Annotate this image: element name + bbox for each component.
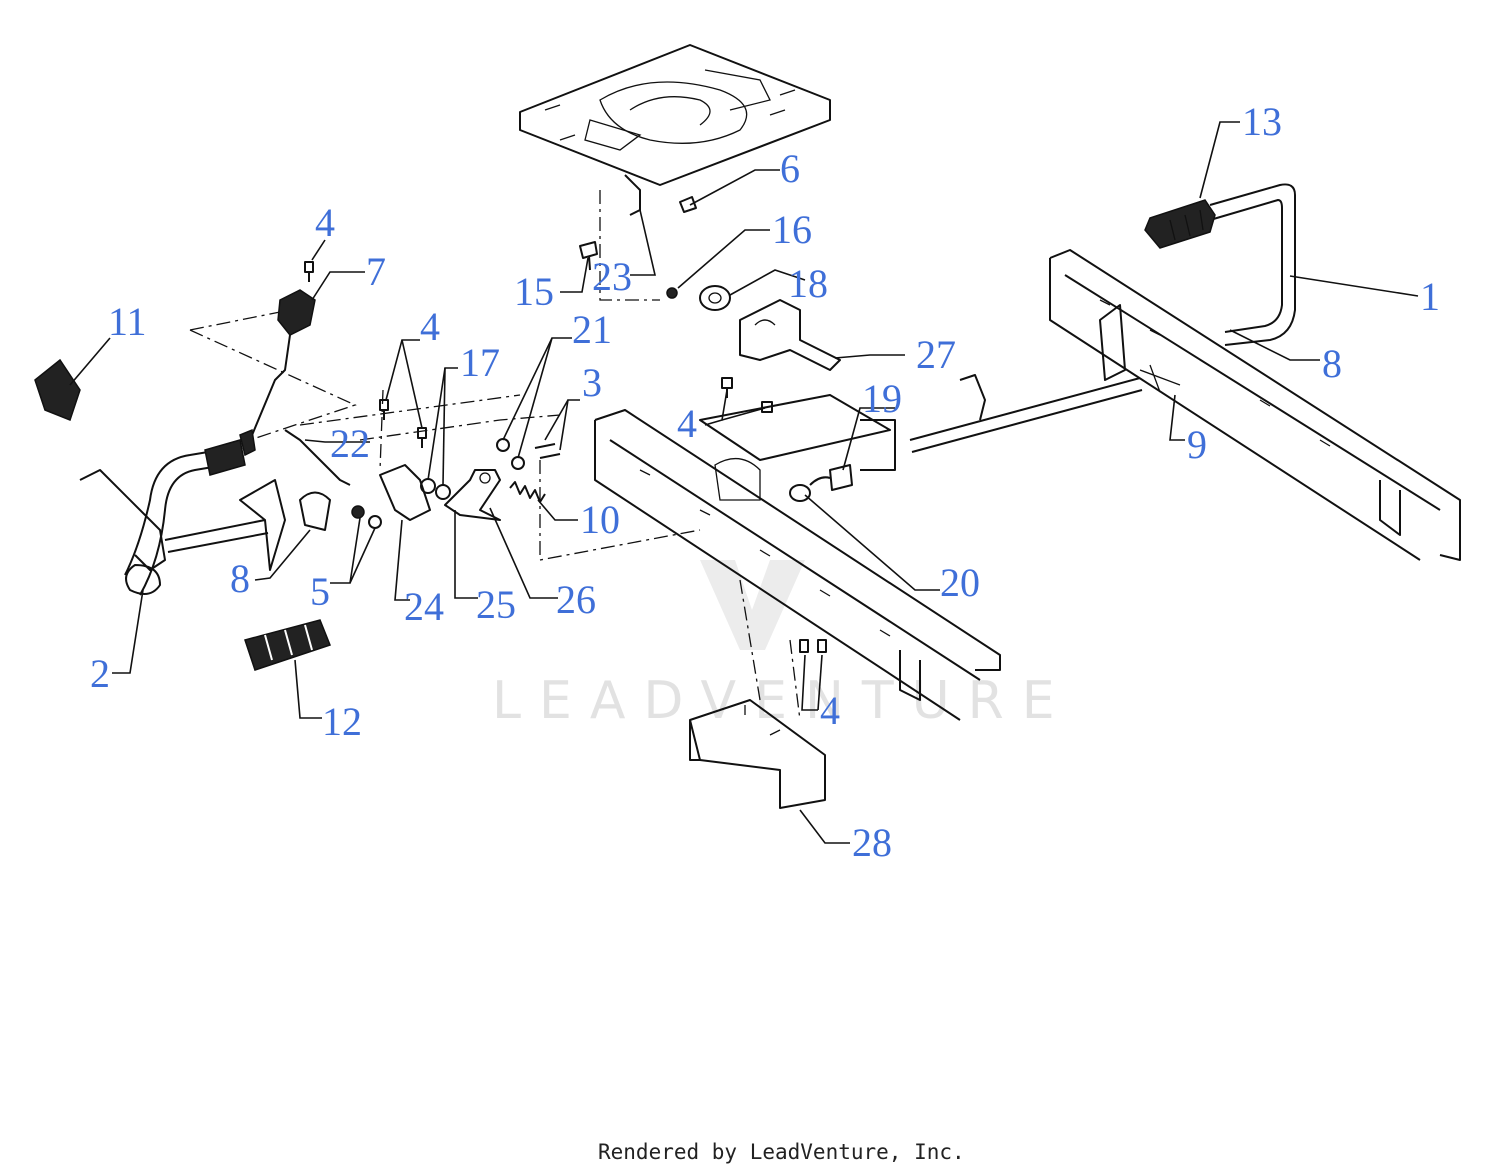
- callout-4-top[interactable]: 4: [315, 200, 335, 245]
- callout-19[interactable]: 19: [862, 376, 902, 421]
- callout-21[interactable]: 21: [572, 307, 612, 352]
- callout-17[interactable]: 17: [460, 340, 500, 385]
- callout-13[interactable]: 13: [1242, 99, 1282, 144]
- callout-3[interactable]: 3: [582, 360, 602, 405]
- callout-7[interactable]: 7: [366, 249, 386, 294]
- callout-11[interactable]: 11: [108, 299, 147, 344]
- left-pedal-shaft: [79, 439, 269, 596]
- footrest-cover-28: [689, 699, 826, 809]
- callout-22[interactable]: 22: [330, 421, 370, 466]
- right-steering-handle: [1144, 183, 1296, 346]
- bracket-27: [739, 299, 841, 371]
- switch-bracket-7: [239, 289, 316, 457]
- rod-22: [284, 429, 351, 486]
- bushing-18: [699, 285, 731, 311]
- left-frame-rail: [594, 394, 1001, 721]
- callout-4-center[interactable]: 4: [677, 401, 697, 446]
- footer-credit: Rendered by LeadVenture, Inc.: [598, 1140, 965, 1164]
- callout-28[interactable]: 28: [852, 820, 892, 865]
- callout-16[interactable]: 16: [772, 207, 812, 252]
- callout-9[interactable]: 9: [1187, 422, 1207, 467]
- callout-6[interactable]: 6: [780, 146, 800, 191]
- small-fasteners-top: [579, 196, 697, 299]
- callout-15[interactable]: 15: [514, 269, 554, 314]
- alignment-lines: [189, 190, 801, 721]
- callout-24[interactable]: 24: [404, 584, 444, 629]
- pedal-pad-11: [34, 358, 81, 421]
- callout-26[interactable]: 26: [556, 577, 596, 622]
- nuts-5: [351, 505, 382, 529]
- right-frame-rail: [1049, 249, 1461, 561]
- callout-2[interactable]: 2: [90, 651, 110, 696]
- leader-lines: [69, 121, 1419, 844]
- seat-mounting-plate: [519, 44, 831, 216]
- callout-27[interactable]: 27: [916, 332, 956, 377]
- watermark-text: LEADVENTURE: [492, 671, 1073, 731]
- callout-numbers: 13 1 8 9 6 16 23 15 18 27 4 7 11 4 17 21…: [90, 99, 1440, 865]
- fittings-19-20: [789, 464, 853, 502]
- washers-21-3: [496, 438, 561, 470]
- watermark-logo-icon: [700, 560, 805, 650]
- callout-4-bottom[interactable]: 4: [820, 688, 840, 733]
- callout-20[interactable]: 20: [940, 560, 980, 605]
- quadrant-plate: [239, 479, 331, 571]
- brackets-24-26: [379, 464, 501, 521]
- cross-shaft: [909, 364, 1181, 453]
- callout-8-left[interactable]: 8: [230, 556, 250, 601]
- pedal-pad-12: [244, 619, 331, 671]
- spring-10: [509, 481, 546, 503]
- callout-5[interactable]: 5: [310, 569, 330, 614]
- callout-23[interactable]: 23: [592, 254, 632, 299]
- callout-8-right[interactable]: 8: [1322, 341, 1342, 386]
- callout-10[interactable]: 10: [580, 497, 620, 542]
- callout-18[interactable]: 18: [788, 261, 828, 306]
- callout-1[interactable]: 1: [1420, 274, 1440, 319]
- callout-4-mid[interactable]: 4: [420, 304, 440, 349]
- watermark: LEADVENTURE: [492, 560, 1073, 731]
- callout-12[interactable]: 12: [322, 699, 362, 744]
- callout-25[interactable]: 25: [476, 582, 516, 627]
